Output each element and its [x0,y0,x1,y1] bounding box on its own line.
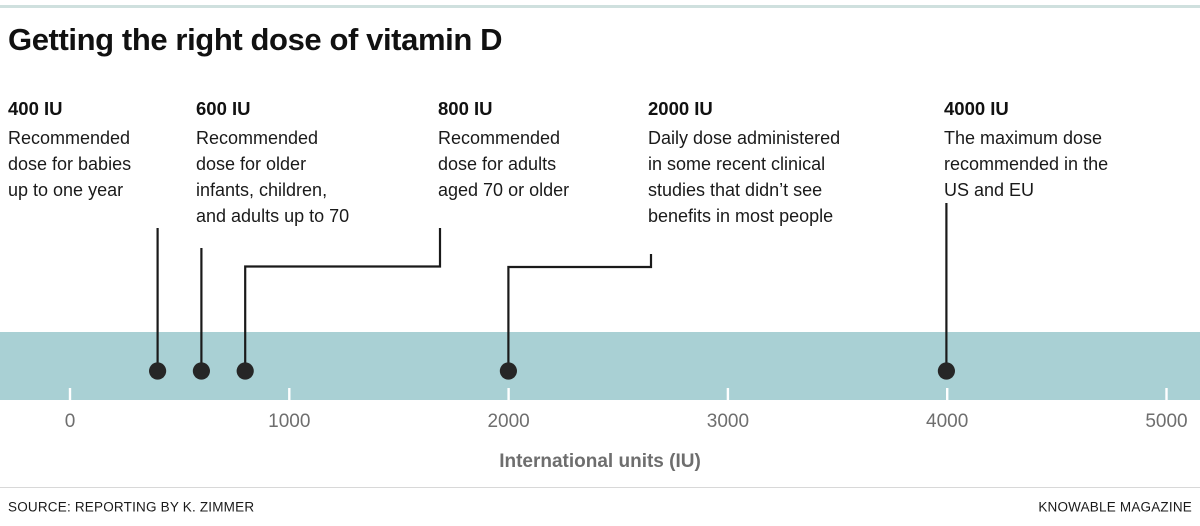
annotation-value: 2000 IU [648,98,713,119]
annotation-line: Recommended [438,128,561,148]
top-rule-divider [0,5,1200,8]
annotation-line: US and EU [944,180,1035,200]
axis-tick-label-0: 0 [64,411,76,432]
annotation-line: benefits in most people [648,206,834,226]
annotation-block-600: 600 IU Recommended dose for older infant… [196,98,411,229]
annotation-value: 600 IU [196,98,251,119]
annotation-line: Recommended [196,128,319,148]
annotation-value: 800 IU [438,98,493,119]
annotation-value: 4000 IU [944,98,1009,119]
annotation-block-800: 800 IU Recommended dose for adults aged … [438,98,628,203]
annotation-line: in some recent clinical [648,154,826,174]
axis-tick-label-5000: 5000 [1145,411,1188,432]
annotation-description: The maximum dose recommended in the US a… [944,125,1194,203]
annotation-line: The maximum dose [944,128,1103,148]
axis-band [0,332,1200,400]
annotation-description: Recommended dose for babies up to one ye… [8,125,190,203]
annotation-line: aged 70 or older [438,180,570,200]
annotation-line: Recommended [8,128,131,148]
footer-divider [0,487,1200,488]
annotation-line: dose for adults [438,154,557,174]
publisher-brand: KNOWABLE MAGAZINE [1038,499,1192,515]
annotation-description: Recommended dose for adults aged 70 or o… [438,125,628,203]
axis-tick-label-1000: 1000 [268,411,311,432]
page-title: Getting the right dose of vitamin D [8,22,503,57]
annotation-line: recommended in the [944,154,1109,174]
annotation-line: up to one year [8,180,124,200]
annotation-value: 400 IU [8,98,63,119]
annotation-description: Daily dose administered in some recent c… [648,125,913,229]
axis-title: International units (IU) [499,451,701,472]
axis-tick-label-4000: 4000 [926,411,969,432]
axis-tick-label-3000: 3000 [706,411,750,432]
annotation-description: Recommended dose for older infants, chil… [196,125,411,229]
annotation-block-400: 400 IU Recommended dose for babies up to… [8,98,190,203]
annotation-line: infants, children, [196,180,328,200]
annotation-line: and adults up to 70 [196,206,350,226]
annotation-line: studies that didn’t see [648,180,823,200]
annotation-line: dose for older [196,154,307,174]
annotation-block-4000: 4000 IU The maximum dose recommended in … [944,98,1194,203]
axis-tick-label-2000: 2000 [487,411,530,432]
annotation-line: Daily dose administered [648,128,841,148]
annotation-line: dose for babies [8,154,132,174]
annotation-block-2000: 2000 IU Daily dose administered in some … [648,98,913,229]
source-credit: SOURCE: REPORTING BY K. ZIMMER [8,499,255,515]
